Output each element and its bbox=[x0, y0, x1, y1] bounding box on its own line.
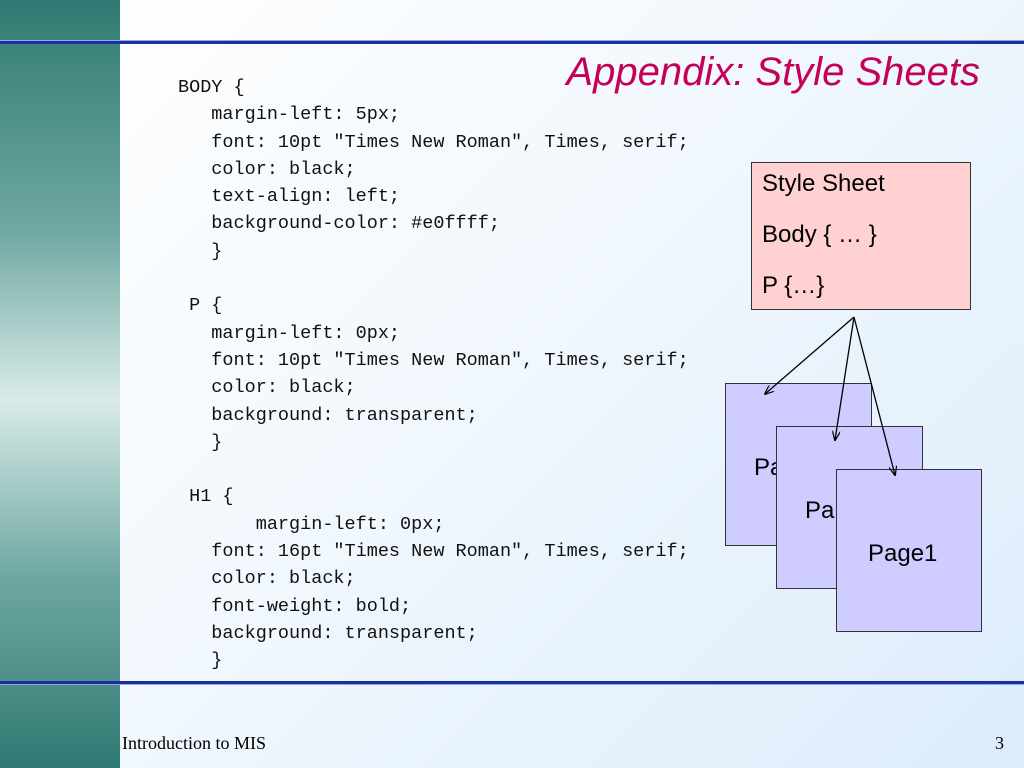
code-line: } bbox=[178, 431, 223, 453]
code-line: font-weight: bold; bbox=[178, 595, 412, 617]
code-line: color: black; bbox=[178, 568, 356, 590]
slide-title: Appendix: Style Sheets bbox=[566, 50, 980, 94]
footer-course: Introduction to MIS bbox=[122, 733, 266, 753]
css-code-block: BODY { margin-left: 5px; font: 10pt "Tim… bbox=[178, 74, 689, 675]
code-line: P { bbox=[178, 295, 223, 317]
code-line: H1 { bbox=[178, 486, 234, 508]
code-line: BODY { bbox=[178, 77, 245, 98]
code-line: font: 10pt "Times New Roman", Times, ser… bbox=[178, 349, 689, 371]
code-line: font: 10pt "Times New Roman", Times, ser… bbox=[178, 131, 689, 153]
code-line: text-align: left; bbox=[178, 186, 401, 208]
code-line bbox=[178, 456, 689, 483]
code-line bbox=[178, 265, 689, 292]
style-sheet-box-heading: Style Sheet bbox=[762, 170, 885, 197]
style-sheet-box: Style Sheet Body { … } P {…} bbox=[751, 162, 971, 310]
page-card-front: Page1 bbox=[836, 469, 982, 632]
left-decorative-bar bbox=[0, 0, 120, 768]
code-line: } bbox=[178, 650, 223, 672]
code-line: } bbox=[178, 240, 223, 262]
code-line: color: black; bbox=[178, 158, 356, 180]
code-line: background-color: #e0ffff; bbox=[178, 213, 500, 235]
code-line: background: transparent; bbox=[178, 622, 478, 644]
style-sheet-box-p-rule: P {…} bbox=[762, 272, 825, 299]
page-card-label: Pa bbox=[805, 497, 835, 524]
page-card-label: Page1 bbox=[868, 540, 938, 567]
code-line: font: 16pt "Times New Roman", Times, ser… bbox=[178, 541, 689, 563]
code-line: margin-left: 0px; bbox=[178, 513, 445, 535]
top-rule bbox=[0, 40, 1024, 44]
code-line: background: transparent; bbox=[178, 404, 478, 426]
code-line: color: black; bbox=[178, 377, 356, 399]
footer-page-number: 3 bbox=[995, 733, 1004, 753]
style-sheet-box-body-rule: Body { … } bbox=[762, 221, 877, 248]
code-line: margin-left: 5px; bbox=[178, 104, 401, 126]
code-line: margin-left: 0px; bbox=[178, 322, 401, 344]
bottom-rule bbox=[0, 681, 1024, 685]
